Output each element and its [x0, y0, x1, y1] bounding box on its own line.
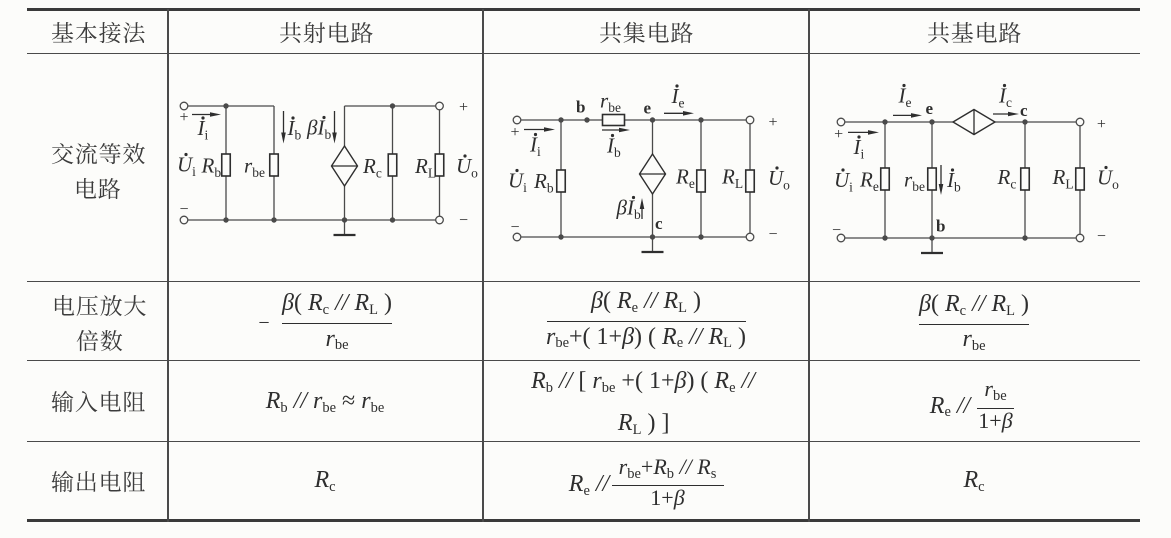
svg-text:RL: RL: [721, 165, 743, 192]
svg-text:c: c: [1020, 101, 1028, 120]
svg-text:rbe: rbe: [904, 168, 925, 195]
svg-text:Rb: Rb: [533, 169, 554, 196]
svg-text:b: b: [936, 217, 945, 236]
svg-text:−: −: [510, 219, 519, 236]
svg-text:−: −: [459, 212, 468, 229]
svg-text:+: +: [459, 99, 468, 116]
svg-text:Ib: Ib: [287, 116, 302, 143]
svg-text:βIb: βIb: [306, 116, 331, 143]
svg-text:RL: RL: [414, 154, 436, 181]
svg-text:Ii: Ii: [529, 133, 541, 160]
svg-text:c: c: [655, 214, 663, 233]
svg-text:Uo: Uo: [456, 154, 478, 181]
svg-text:rbe: rbe: [600, 89, 621, 116]
svg-text:Ie: Ie: [671, 84, 685, 111]
svg-text:+: +: [834, 126, 843, 143]
svg-text:Ib: Ib: [946, 168, 961, 195]
svg-text:−: −: [179, 201, 188, 218]
svg-text:+: +: [510, 124, 519, 141]
svg-text:−: −: [832, 222, 841, 239]
svg-text:Ui: Ui: [508, 169, 527, 196]
svg-text:Uo: Uo: [1097, 166, 1119, 193]
svg-text:Ie: Ie: [898, 84, 912, 111]
svg-text:Ib: Ib: [606, 134, 621, 161]
svg-text:e: e: [644, 99, 652, 118]
svg-text:+: +: [179, 109, 188, 126]
svg-text:+: +: [1097, 116, 1106, 133]
svg-text:Re: Re: [859, 168, 879, 195]
svg-text:−: −: [1097, 228, 1106, 245]
svg-text:Ii: Ii: [853, 135, 865, 162]
svg-text:b: b: [576, 98, 585, 117]
svg-text:rbe: rbe: [244, 154, 265, 181]
svg-text:Re: Re: [675, 165, 695, 192]
svg-text:Uo: Uo: [768, 166, 790, 193]
svg-text:Rc: Rc: [362, 154, 382, 181]
svg-text:Ii: Ii: [197, 116, 209, 143]
svg-text:+: +: [768, 114, 777, 131]
svg-text:e: e: [926, 99, 934, 118]
svg-text:Rc: Rc: [997, 165, 1017, 192]
svg-text:Ui: Ui: [177, 153, 196, 180]
svg-text:βIb: βIb: [616, 196, 641, 223]
svg-text:Ui: Ui: [834, 168, 853, 195]
svg-text:Ic: Ic: [998, 84, 1012, 111]
svg-text:Rb: Rb: [201, 154, 222, 181]
svg-text:−: −: [768, 226, 777, 243]
svg-text:RL: RL: [1052, 165, 1074, 192]
